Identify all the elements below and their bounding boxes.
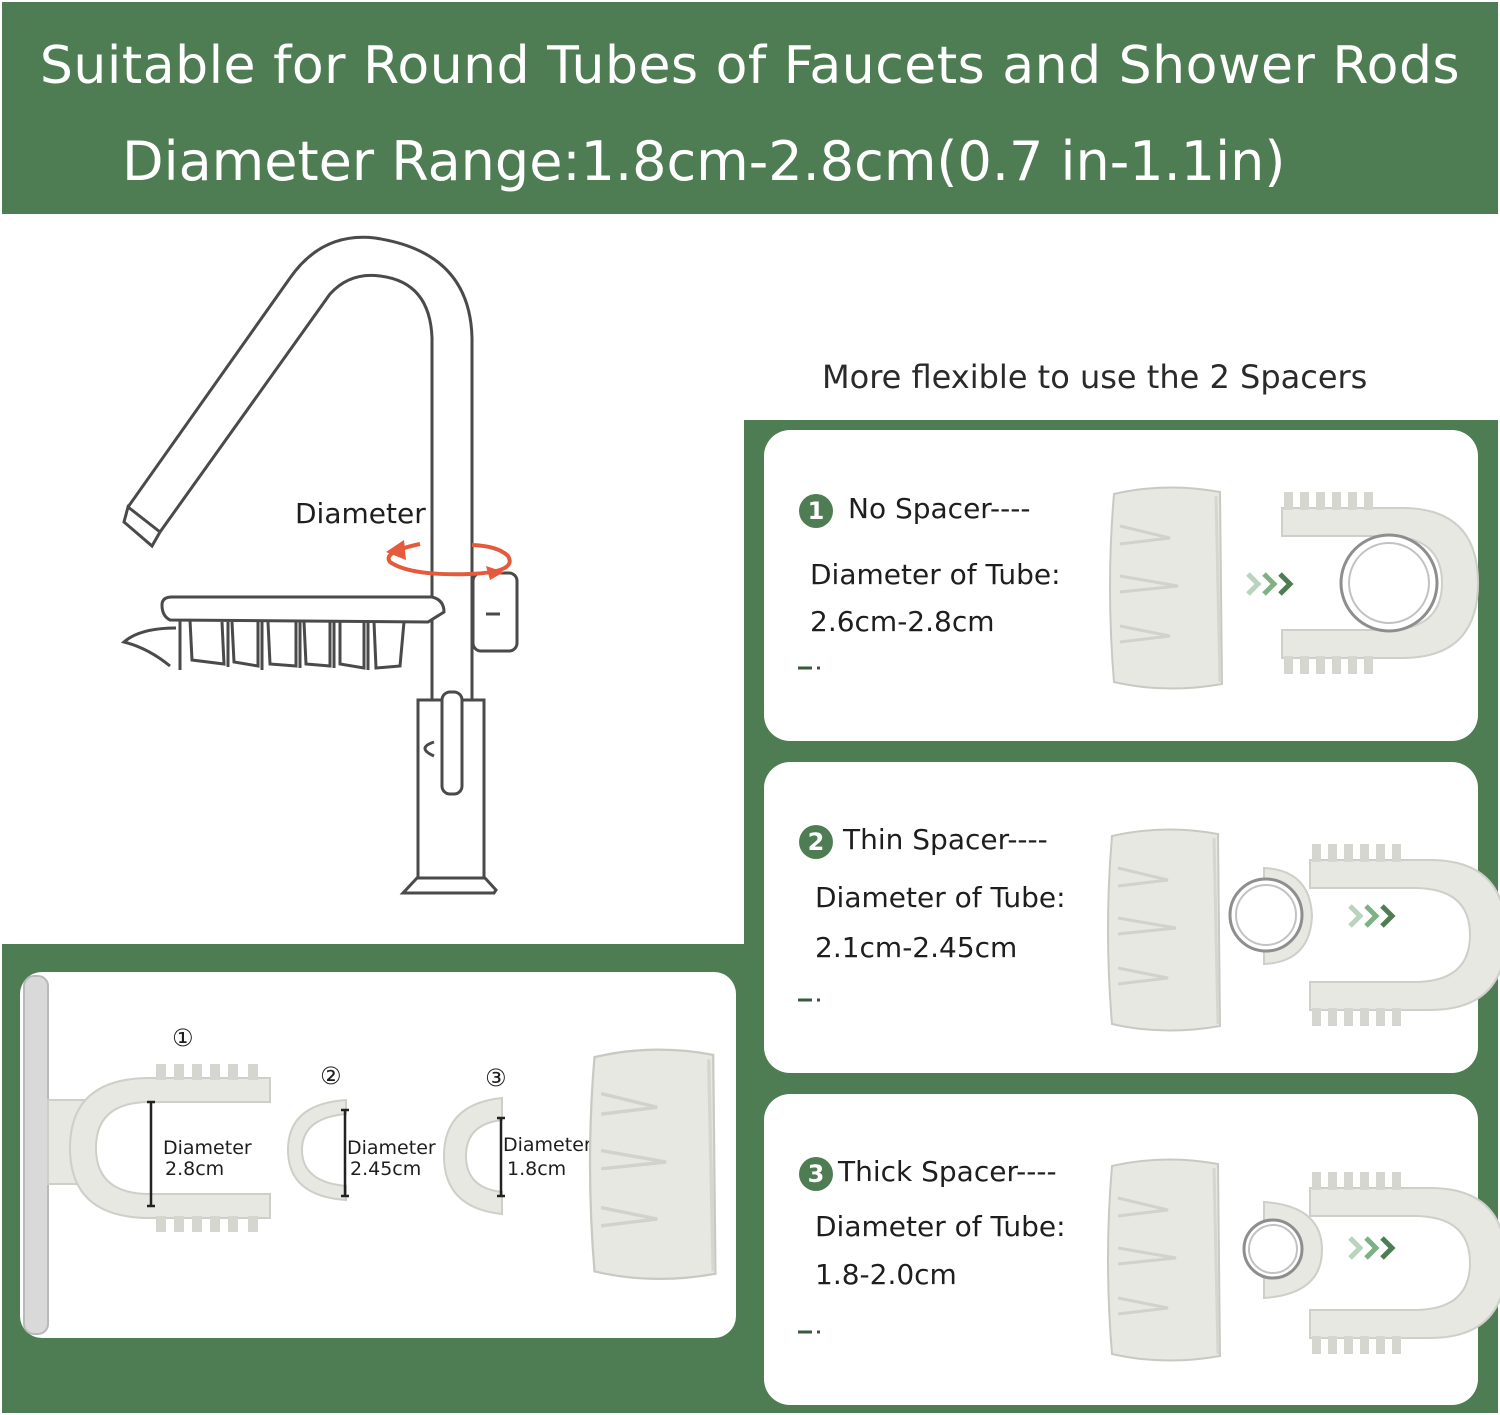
- card-1-illustration: [798, 485, 1479, 691]
- card-3-title: Thick Spacer----: [838, 1155, 1057, 1188]
- card-1-range: 2.6cm-2.8cm: [810, 605, 995, 638]
- card-2-number-badge: 2: [799, 825, 833, 859]
- card-3-range: 1.8-2.0cm: [815, 1258, 957, 1291]
- part-3-label: Diameter: [503, 1134, 592, 1156]
- card-3-number-badge: 3: [799, 1157, 833, 1191]
- part-1-marker: ①: [172, 1024, 194, 1052]
- card-3-number: 3: [807, 1160, 825, 1188]
- part-1-value: 2.8cm: [165, 1158, 225, 1180]
- header-title: Suitable for Round Tubes of Faucets and …: [39, 36, 1461, 96]
- card-2-range: 2.1cm-2.45cm: [815, 931, 1018, 964]
- part-2-marker: ②: [320, 1062, 342, 1090]
- card-1-title: No Spacer----: [848, 492, 1031, 525]
- part-1-label: Diameter: [163, 1137, 252, 1159]
- part-3-value: 1.8cm: [507, 1158, 567, 1180]
- card-1-number: 1: [807, 497, 825, 525]
- card-2-desc: Diameter of Tube:: [815, 881, 1066, 914]
- card-2-illustration: [798, 827, 1500, 1033]
- header-diameter-range: Diameter Range:1.8cm-2.8cm(0.7 in-1.1in): [122, 130, 1286, 193]
- card-1-desc: Diameter of Tube:: [810, 558, 1061, 591]
- card-1-number-badge: 1: [799, 494, 833, 528]
- rotation-arrow-icon: [386, 540, 512, 580]
- part-2-value: 2.45cm: [350, 1158, 422, 1180]
- faucet-diameter-label: Diameter: [295, 497, 426, 530]
- card-2-number: 2: [807, 828, 825, 856]
- card-3-desc: Diameter of Tube:: [815, 1210, 1066, 1243]
- parts-illustration: [23, 975, 718, 1335]
- part-3-marker: ③: [485, 1064, 507, 1092]
- header-banner: [2, 2, 1498, 214]
- spacers-heading: More flexible to use the 2 Spacers: [822, 358, 1368, 396]
- faucet-drawing: [120, 235, 519, 895]
- part-2-label: Diameter: [347, 1137, 436, 1159]
- card-2-title: Thin Spacer----: [843, 823, 1048, 856]
- card-3-illustration: [798, 1157, 1500, 1363]
